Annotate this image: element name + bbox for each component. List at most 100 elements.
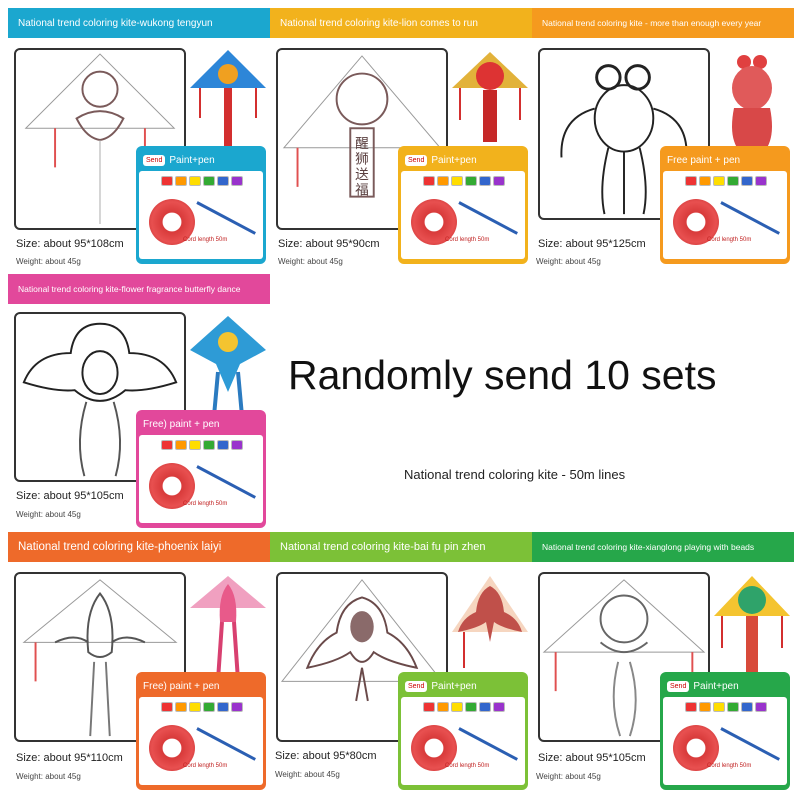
kite-colored-icon <box>190 576 266 681</box>
paint-set-icon <box>161 176 243 186</box>
kit-label: Free paint + pen <box>667 154 741 166</box>
kite-outline-icon <box>22 322 178 477</box>
kite-weight: Weight: about 45g <box>536 257 601 266</box>
brush-icon <box>720 201 780 235</box>
kite-colored-preview <box>450 48 530 160</box>
kite-colored-preview <box>712 572 792 684</box>
kite-size: Size: about 95*105cm <box>16 490 124 502</box>
cord-length: Cord length 50m <box>707 763 752 769</box>
kite-weight: Weight: about 45g <box>16 257 81 266</box>
svg-text:狮: 狮 <box>355 151 369 167</box>
paint-kit-box: Free) paint + pen Cord length 50m <box>136 410 266 528</box>
kite-card-wukong[interactable]: National trend coloring kite-wukong teng… <box>8 8 270 276</box>
kite-colored-icon <box>452 52 528 142</box>
card-title: National trend coloring kite-xianglong p… <box>532 532 794 562</box>
kite-outline-icon <box>22 579 178 737</box>
kite-size: Size: about 95*90cm <box>278 238 380 250</box>
cord-length: Cord length 50m <box>445 237 490 243</box>
kite-weight: Weight: about 45g <box>536 772 601 781</box>
kit-label: Paint+pen <box>169 154 215 166</box>
subline: National trend coloring kite - 50m lines <box>404 467 626 482</box>
card-title: National trend coloring kite-flower frag… <box>8 274 270 304</box>
paint-set-icon <box>161 440 243 450</box>
cord-length: Cord length 50m <box>183 501 228 507</box>
line-reel-icon <box>149 199 195 245</box>
kite-weight: Weight: about 45g <box>278 257 343 266</box>
kite-card-lion[interactable]: National trend coloring kite-lion comes … <box>270 8 532 276</box>
kite-card-butterfly[interactable]: National trend coloring kite-flower frag… <box>8 270 270 538</box>
card-title: National trend coloring kite - more than… <box>532 8 794 38</box>
svg-text:福: 福 <box>355 183 369 199</box>
kite-card-phoenix[interactable]: National trend coloring kite-phoenix lai… <box>8 532 270 800</box>
line-reel-icon <box>149 463 195 509</box>
kite-size: Size: about 95*108cm <box>16 238 124 250</box>
kite-size: Size: about 95*110cm <box>16 752 123 764</box>
paint-kit-box: Free) paint + pen Cord length 50m <box>136 672 266 790</box>
send-tag: Send <box>667 680 690 692</box>
kite-colored-icon <box>190 50 266 148</box>
line-reel-icon <box>411 199 457 245</box>
brush-icon <box>720 727 780 761</box>
kit-label: Paint+pen <box>693 680 739 692</box>
kite-colored-preview <box>712 48 792 160</box>
kite-colored-icon <box>190 316 266 417</box>
brush-icon <box>458 201 518 235</box>
kite-colored-preview <box>188 312 268 424</box>
kite-card-dragon[interactable]: National trend coloring kite-xianglong p… <box>532 532 794 800</box>
send-tag: Send <box>405 154 428 166</box>
paint-set-icon <box>161 702 243 712</box>
kit-label: Paint+pen <box>431 154 477 166</box>
kite-colored-preview <box>188 48 268 160</box>
send-tag: Send <box>143 154 166 166</box>
paint-set-icon <box>423 702 505 712</box>
kite-size: Size: about 95*80cm <box>275 750 377 762</box>
line-reel-icon <box>673 199 719 245</box>
paint-set-icon <box>685 702 767 712</box>
kit-label: Free) paint + pen <box>143 680 220 692</box>
cord-length: Cord length 50m <box>183 237 228 243</box>
brush-icon <box>196 465 256 499</box>
kite-outline-icon <box>542 579 706 737</box>
kite-size: Size: about 95*125cm <box>538 238 646 250</box>
brush-icon <box>196 727 256 761</box>
kite-card-bat[interactable]: National trend coloring kite-bai fu pin … <box>270 532 532 800</box>
kite-colored-preview <box>188 572 268 684</box>
cord-length: Cord length 50m <box>707 237 752 243</box>
kite-outline-image <box>14 48 186 230</box>
kite-outline-icon <box>280 579 444 702</box>
card-title: National trend coloring kite-wukong teng… <box>8 8 270 38</box>
paint-kit-box: Free paint + pen Cord length 50m <box>660 146 790 264</box>
send-tag: Send <box>405 680 428 692</box>
kite-weight: Weight: about 45g <box>275 770 340 779</box>
svg-text:送: 送 <box>355 167 369 183</box>
kit-label: Free) paint + pen <box>143 418 220 430</box>
kite-weight: Weight: about 45g <box>16 772 81 781</box>
line-reel-icon <box>149 725 195 771</box>
kite-card-fish[interactable]: National trend coloring kite - more than… <box>532 8 794 276</box>
kite-colored-icon <box>714 576 790 676</box>
paint-set-icon <box>423 176 505 186</box>
brush-icon <box>458 727 518 761</box>
card-title: National trend coloring kite-bai fu pin … <box>270 532 532 562</box>
headline: Randomly send 10 sets <box>288 352 717 398</box>
svg-text:醒: 醒 <box>355 136 369 152</box>
kite-outline-icon: 醒 狮 送 福 <box>282 55 442 199</box>
brush-icon <box>196 201 256 235</box>
kite-colored-icon <box>452 576 528 668</box>
cord-length: Cord length 50m <box>445 763 490 769</box>
card-title: National trend coloring kite-lion comes … <box>270 8 532 38</box>
kite-colored-preview <box>450 572 530 684</box>
cord-length: Cord length 50m <box>183 763 228 769</box>
paint-set-icon <box>685 176 767 186</box>
line-reel-icon <box>411 725 457 771</box>
card-title: National trend coloring kite-phoenix lai… <box>8 532 270 562</box>
kit-label: Paint+pen <box>431 680 477 692</box>
kite-colored-icon <box>732 55 772 152</box>
line-reel-icon <box>673 725 719 771</box>
kite-size: Size: about 95*105cm <box>538 752 646 764</box>
kite-weight: Weight: about 45g <box>16 510 81 519</box>
